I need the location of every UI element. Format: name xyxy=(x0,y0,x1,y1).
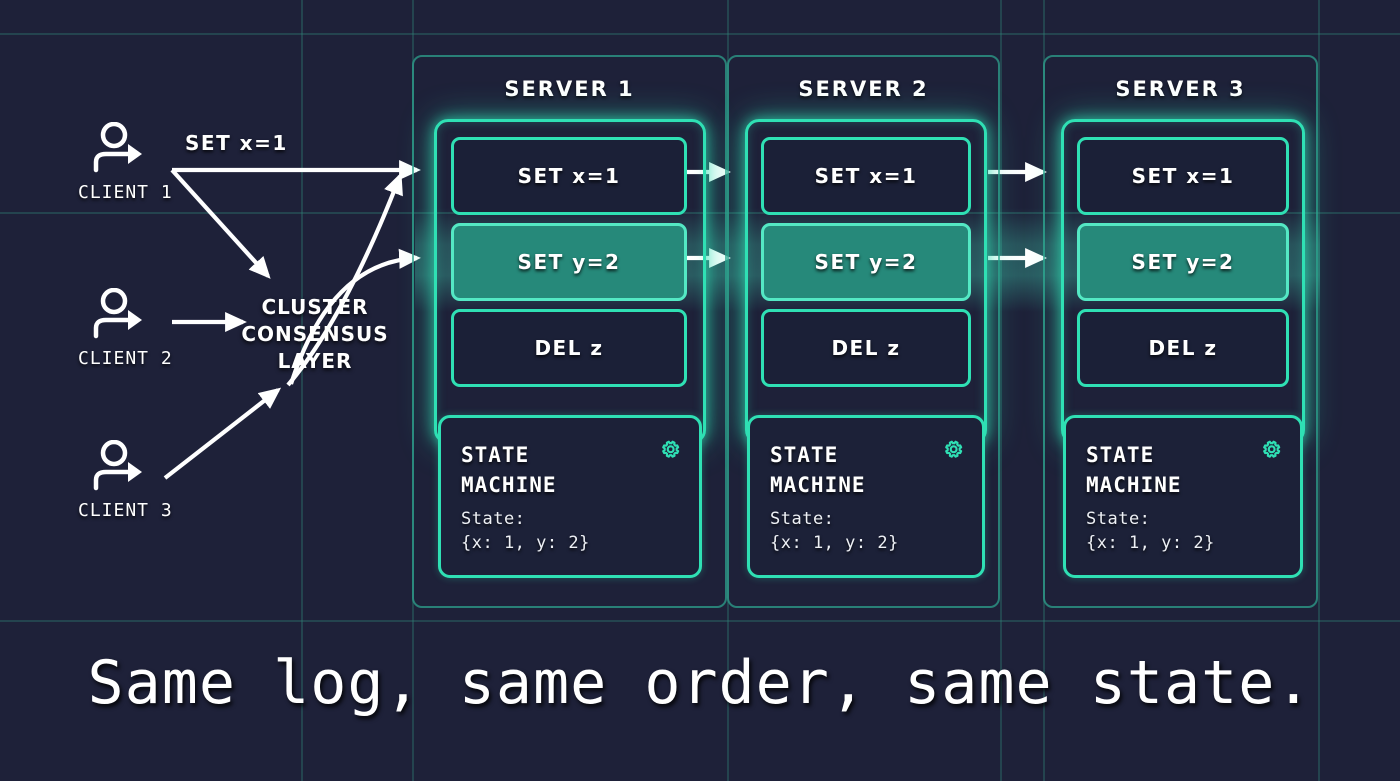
grid-line-horizontal xyxy=(0,33,1400,35)
client-2[interactable]: CLIENT 2 xyxy=(78,288,188,369)
server-1-log-entry-3[interactable]: DEL z xyxy=(451,309,687,387)
grid-line-vertical xyxy=(1000,0,1002,781)
server-1-log-group: SET x=1 SET y=2 DEL z xyxy=(434,119,706,444)
server-3-log-entry-2[interactable]: SET y=2 xyxy=(1077,223,1289,301)
server-2-log-group: SET x=1 SET y=2 DEL z xyxy=(745,119,987,444)
server-3-log-group: SET x=1 SET y=2 DEL z xyxy=(1061,119,1305,444)
server-2-log-entry-1[interactable]: SET x=1 xyxy=(761,137,971,215)
server-3-title: SERVER 3 xyxy=(1115,77,1246,101)
client-2-label: CLIENT 2 xyxy=(78,348,173,369)
server-3-state-machine-title: STATE MACHINE xyxy=(1086,443,1182,497)
server-1-title: SERVER 1 xyxy=(504,77,635,101)
caption: Same log, same order, same state. xyxy=(87,648,1313,718)
server-2-state-machine[interactable]: STATE MACHINE State:{x: 1, y: 2} xyxy=(747,415,985,578)
client-3-label: CLIENT 3 xyxy=(78,500,173,521)
server-3-state-value: State:{x: 1, y: 2} xyxy=(1086,509,1215,553)
server-3-log-entry-3[interactable]: DEL z xyxy=(1077,309,1289,387)
server-1-state-value: State:{x: 1, y: 2} xyxy=(461,509,590,553)
server-3-state-machine[interactable]: STATE MACHINE State:{x: 1, y: 2} xyxy=(1063,415,1303,578)
server-1-log-entry-1[interactable]: SET x=1 xyxy=(451,137,687,215)
server-2-state-value: State:{x: 1, y: 2} xyxy=(770,509,899,553)
person-arrow-icon xyxy=(93,440,142,491)
grid-line-vertical xyxy=(301,0,303,781)
person-arrow-icon xyxy=(93,122,142,173)
server-2-state-machine-title: STATE MACHINE xyxy=(770,443,866,497)
person-arrow-icon xyxy=(93,288,142,339)
operation-label: SET x=1 xyxy=(185,131,288,155)
client-1[interactable]: CLIENT 1 xyxy=(78,122,188,203)
server-2-log-entry-2[interactable]: SET y=2 xyxy=(761,223,971,301)
server-panel-3[interactable]: SERVER 3 SET x=1 SET y=2 DEL z STATE MAC… xyxy=(1043,55,1318,608)
grid-line-horizontal xyxy=(0,620,1400,622)
gear-icon xyxy=(1263,440,1281,458)
server-2-log-entry-3[interactable]: DEL z xyxy=(761,309,971,387)
server-panel-2[interactable]: SERVER 2 SET x=1 SET y=2 DEL z STATE MAC… xyxy=(727,55,1000,608)
server-1-state-machine-title: STATE MACHINE xyxy=(461,443,557,497)
server-2-title: SERVER 2 xyxy=(798,77,929,101)
gear-icon xyxy=(945,440,963,458)
client-3[interactable]: CLIENT 3 xyxy=(78,440,188,521)
gear-icon xyxy=(662,440,680,458)
server-1-log-entry-2[interactable]: SET y=2 xyxy=(451,223,687,301)
grid-line-horizontal xyxy=(0,212,1400,214)
server-3-log-entry-1[interactable]: SET x=1 xyxy=(1077,137,1289,215)
server-panel-1[interactable]: SERVER 1 SET x=1 SET y=2 DEL z STATE MAC… xyxy=(412,55,727,608)
cluster-consensus-layer-label: CLUSTER CONSENSUS LAYER xyxy=(241,295,389,373)
client-1-label: CLIENT 1 xyxy=(78,182,173,203)
grid-line-vertical xyxy=(1318,0,1320,781)
server-1-state-machine[interactable]: STATE MACHINE State:{x: 1, y: 2} xyxy=(438,415,702,578)
